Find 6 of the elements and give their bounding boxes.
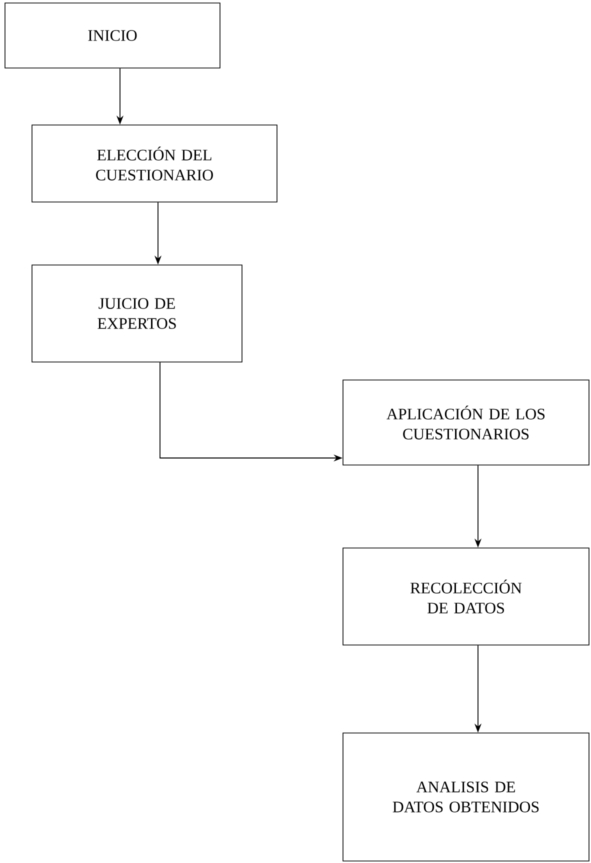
process-box: APLICACIÓN DE LOS CUESTIONARIOS — [342, 380, 590, 466]
process-box: ELECCIÓN DEL CUESTIONARIO — [32, 124, 278, 202]
process-box: INICIO — [4, 2, 220, 68]
process-box: JUICIO DE EXPERTOS — [32, 264, 242, 362]
process-box: ANALISIS DE DATOS OBTENIDOS — [342, 732, 590, 862]
process-box: RECOLECCIÓN DE DATOS — [342, 548, 590, 646]
